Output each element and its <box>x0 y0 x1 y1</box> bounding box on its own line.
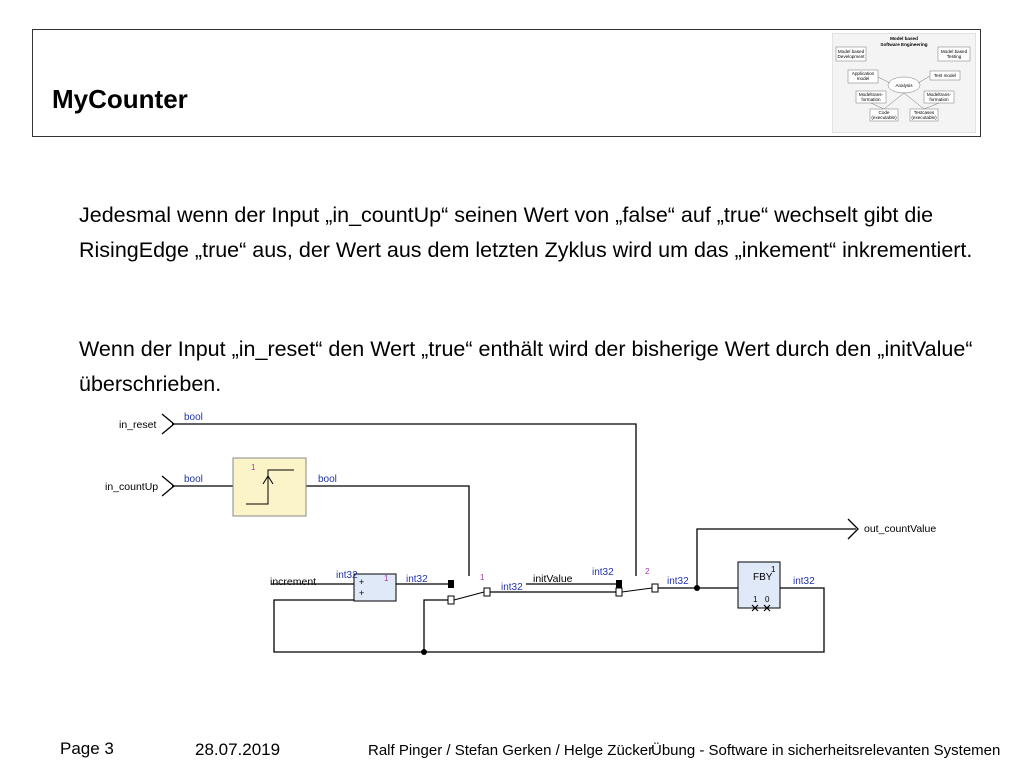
thumb-title2: Software Engineering <box>880 42 927 47</box>
edge-priority: 1 <box>251 463 256 472</box>
rising-edge-block <box>232 457 307 517</box>
thumb-mt1a: Modeltrans- <box>859 92 884 97</box>
thumb-code2: (executable) <box>871 115 897 120</box>
fby-input-0: 0 <box>765 595 770 604</box>
switch2-priority: 2 <box>645 567 650 576</box>
thumb-mbt2: Testing <box>947 54 962 59</box>
switch-1 <box>447 580 491 605</box>
type-int32-increment: int32 <box>336 570 358 581</box>
type-bool-reset: bool <box>184 412 203 423</box>
footer-course: Übung - Software in sicherheitsrelevante… <box>651 742 1001 759</box>
thumb-test: Test model <box>934 73 956 78</box>
header-frame <box>32 29 981 137</box>
thumb-code1: Code <box>879 110 890 115</box>
footer-authors: Ralf Pinger / Stefan Gerken / Helge Zück… <box>368 742 654 759</box>
adder-block <box>353 573 397 602</box>
adder-priority: 1 <box>384 574 389 583</box>
footer-page: Page 3 <box>60 739 114 758</box>
thumb-mt2b: formation <box>929 97 949 102</box>
type-int32-initvalue: int32 <box>592 567 614 578</box>
fby-priority: 1 <box>771 565 776 574</box>
counter-block-diagram: 1 + + 1 1 2 FBY 1 1 0 in_reset in_countU… <box>105 412 936 655</box>
type-int32-switch2: int32 <box>667 576 689 587</box>
thumb-mbt1: Model based <box>941 49 968 54</box>
label-out-countvalue: out_countValue <box>864 523 936 535</box>
thumb-app2: model <box>857 76 870 81</box>
label-increment: increment <box>270 576 316 588</box>
label-in-reset: in_reset <box>119 419 156 431</box>
adder-plus-1: + <box>359 577 364 587</box>
slide-title: MyCounter <box>52 84 188 114</box>
type-int32-switch1: int32 <box>501 582 523 593</box>
fby-block <box>737 561 781 609</box>
adder-plus-2: + <box>359 588 364 598</box>
mbse-thumbnail: Model based Software Engineering Model b… <box>832 33 976 133</box>
label-initvalue: initValue <box>533 573 573 585</box>
thumb-title1: Model based <box>890 36 918 41</box>
fby-label: FBY <box>753 572 773 583</box>
thumb-mbd1: Model based <box>838 49 865 54</box>
thumb-analysis: Analysis <box>895 83 913 88</box>
switch-2 <box>615 580 659 597</box>
footer-date: 28.07.2019 <box>195 740 281 759</box>
thumb-tc2: (executable) <box>911 115 937 120</box>
paragraph-reset: Wenn der Input „in_reset“ den Wert „true… <box>79 337 973 396</box>
type-int32-adder: int32 <box>406 574 428 585</box>
switch1-priority: 1 <box>480 573 485 582</box>
label-in-countup: in_countUp <box>105 481 158 493</box>
thumb-mbd2: Development <box>837 54 865 59</box>
thumb-tc1: Testcases <box>914 110 935 115</box>
type-int32-fby: int32 <box>793 576 815 587</box>
type-bool-countup: bool <box>184 474 203 485</box>
paragraph-countup: Jedesmal wenn der Input „in_countUp“ sei… <box>79 203 973 262</box>
type-bool-edge: bool <box>318 474 337 485</box>
fby-input-1: 1 <box>753 595 758 604</box>
thumb-mt1b: formation <box>861 97 881 102</box>
thumb-app1: Application <box>852 71 875 76</box>
thumb-mt2a: Modeltrans- <box>927 92 952 97</box>
